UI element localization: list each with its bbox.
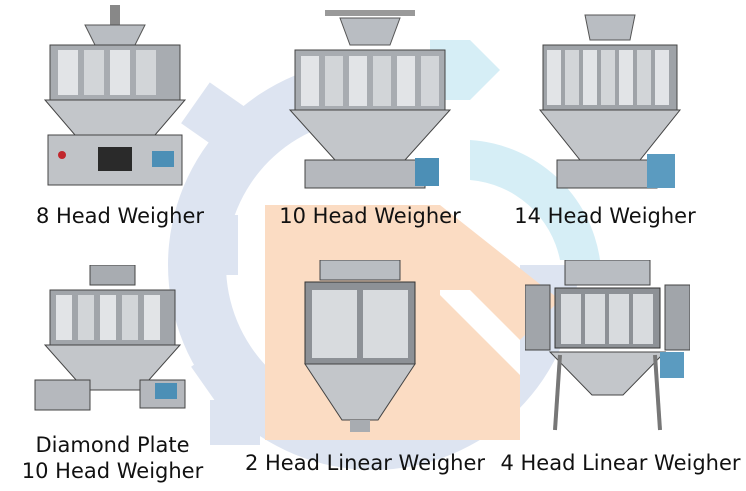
product-caption: 2 Head Linear Weigher [240,450,490,476]
multihead-weigher-14-photo [538,14,682,189]
product-8-head-weigher[interactable]: 8 Head Weigher [20,0,220,240]
multihead-weigher-8-photo [43,5,187,186]
product-caption: 14 Head Weigher [505,203,705,229]
linear-weigher-2-photo [304,260,416,432]
product-caption: 10 Head Weigher [270,203,470,229]
caption-text: 14 Head Weigher [514,204,696,228]
gear-tooth [191,332,269,408]
teal-arc [430,40,500,100]
linear-weigher-4-photo [525,260,690,431]
product-caption: 8 Head Weigher [20,203,220,229]
product-2-head-linear-weigher[interactable]: 2 Head Linear Weigher [240,255,490,491]
product-caption: 4 Head Linear Weigher [495,450,746,476]
diamond-plate-weigher-photo [34,265,186,411]
product-14-head-weigher[interactable]: 14 Head Weigher [505,0,705,240]
product-diamond-plate-weigher[interactable]: Diamond Plate 10 Head Weigher [5,260,220,491]
caption-line-1: Diamond Plate [35,433,190,457]
gear-tooth [210,400,260,445]
caption-text: 2 Head Linear Weigher [244,451,486,475]
product-4-head-linear-weigher[interactable]: 4 Head Linear Weigher [495,255,746,491]
caption-line-2: 10 Head Weigher [21,459,204,483]
caption-text: 10 Head Weigher [279,204,461,228]
white-arrow-cut [440,290,520,375]
teal-arc-2 [470,140,600,260]
product-caption: Diamond Plate 10 Head Weigher [5,432,220,484]
product-10-head-weigher[interactable]: 10 Head Weigher [270,0,470,240]
caption-text: 8 Head Weigher [35,204,205,228]
gear-tooth [190,215,238,275]
gear-tooth [181,82,259,158]
multihead-weigher-10-photo [288,10,452,189]
caption-text: 4 Head Linear Weigher [500,451,741,475]
